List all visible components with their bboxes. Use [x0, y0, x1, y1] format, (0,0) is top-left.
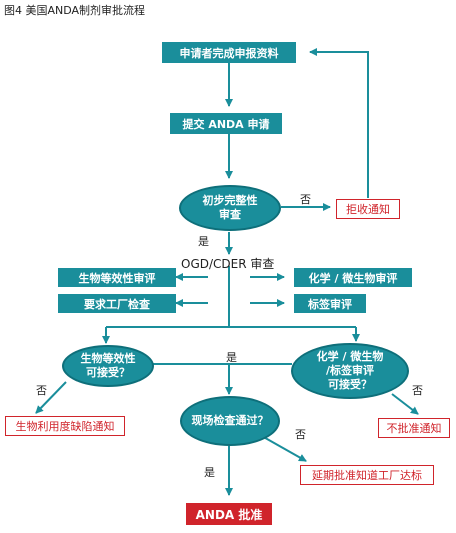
chem-acceptable-line1: 化学 / 微生物	[316, 350, 384, 363]
arrow-to-not-approved	[391, 393, 419, 415]
label-no-reject: 否	[300, 193, 311, 206]
label-no-site: 否	[295, 428, 306, 441]
step-bio-review: 生物等效性审评	[58, 268, 176, 287]
arrow-to-bio-deficiency	[35, 381, 67, 414]
decision-initial-review: 初步完整性 审查	[179, 185, 281, 231]
step-factory-inspection: 要求工厂检查	[58, 294, 176, 313]
outcome-reject-notice: 拒收通知	[336, 199, 400, 219]
arrow-reject-loop	[309, 48, 369, 198]
bio-acceptable-line1: 生物等效性	[80, 352, 136, 365]
decision-chem-acceptable: 化学 / 微生物 /标签审评 可接受？	[291, 343, 409, 399]
step-ogd-cder: OGD/CDER 审查	[181, 257, 275, 271]
label-yes-site: 是	[204, 466, 215, 479]
step-chem-micro-review: 化学 / 微生物审评	[294, 268, 412, 287]
chem-acceptable-line2: /标签审评	[325, 364, 375, 377]
figure-caption: 图4 美国ANDA制剂审批流程	[4, 4, 146, 17]
initial-review-line1: 初步完整性	[202, 194, 258, 207]
chem-acceptable-line3: 可接受？	[328, 378, 372, 391]
outcome-delay-approval: 延期批准知道工厂达标	[300, 465, 434, 485]
initial-review-line2: 审查	[219, 208, 241, 221]
decision-site-pass: 现场检查通过？	[180, 396, 280, 446]
bio-acceptable-line2: 可接受？	[86, 366, 130, 379]
label-yes-merge: 是	[226, 351, 237, 364]
outcome-anda-approval: ANDA 批准	[186, 503, 272, 525]
label-no-bio: 否	[36, 384, 47, 397]
label-no-chem: 否	[412, 384, 423, 397]
arrow-to-delay	[259, 434, 307, 462]
outcome-bio-deficiency: 生物利用度缺陷通知	[5, 416, 125, 436]
step-submit-materials: 申请者完成申报资料	[162, 42, 296, 63]
label-yes-review: 是	[198, 235, 209, 248]
decision-bio-acceptable: 生物等效性 可接受？	[62, 345, 154, 387]
outcome-not-approved: 不批准通知	[378, 418, 450, 438]
step-submit-anda: 提交 ANDA 申请	[170, 113, 282, 134]
step-label-review: 标签审评	[294, 294, 366, 313]
